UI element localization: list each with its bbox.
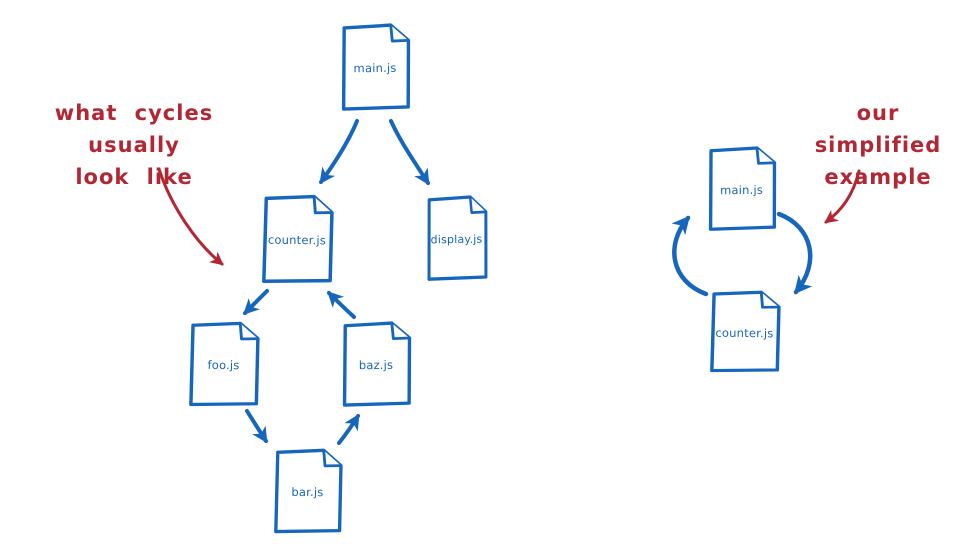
- node-bar-js: bar.js: [270, 447, 346, 536]
- node-label: main.js: [719, 182, 764, 197]
- edge-main-to-display: [389, 119, 430, 186]
- edge-foo-to-bar: [245, 409, 268, 444]
- node-counter-js: counter.js: [257, 193, 336, 286]
- annotation-what-cycles: what cycles usually look like: [18, 97, 250, 193]
- annotation-line: what cycles usually: [54, 101, 214, 157]
- edge-bar-to-baz: [337, 413, 360, 445]
- node-right-main-js: main.js: [703, 145, 779, 233]
- annotation-line: look like: [75, 165, 193, 189]
- edge-main-to-counter: [319, 119, 359, 185]
- node-foo-js: foo.js: [185, 320, 263, 409]
- annotation-simplified-example: our simplified example: [786, 97, 970, 193]
- node-label: counter.js: [267, 232, 327, 248]
- node-label: baz.js: [358, 357, 394, 373]
- node-label: counter.js: [715, 325, 774, 340]
- edge-cycle-main-to-counter: [776, 211, 813, 295]
- node-label: bar.js: [291, 484, 324, 500]
- node-display-js: display.js: [422, 194, 490, 283]
- edge-counter-to-foo: [243, 289, 269, 315]
- node-baz-js: baz.js: [338, 320, 415, 409]
- annotation-line: our simplified: [814, 101, 942, 157]
- node-label: main.js: [353, 60, 397, 76]
- node-right-counter-js: counter.js: [706, 289, 784, 375]
- edge-baz-to-counter: [327, 291, 356, 319]
- node-label: display.js: [430, 232, 483, 246]
- node-label: foo.js: [207, 357, 240, 373]
- node-main-js: main.js: [337, 22, 414, 113]
- annotation-line: example: [824, 165, 932, 189]
- edge-cycle-counter-to-main: [671, 215, 709, 297]
